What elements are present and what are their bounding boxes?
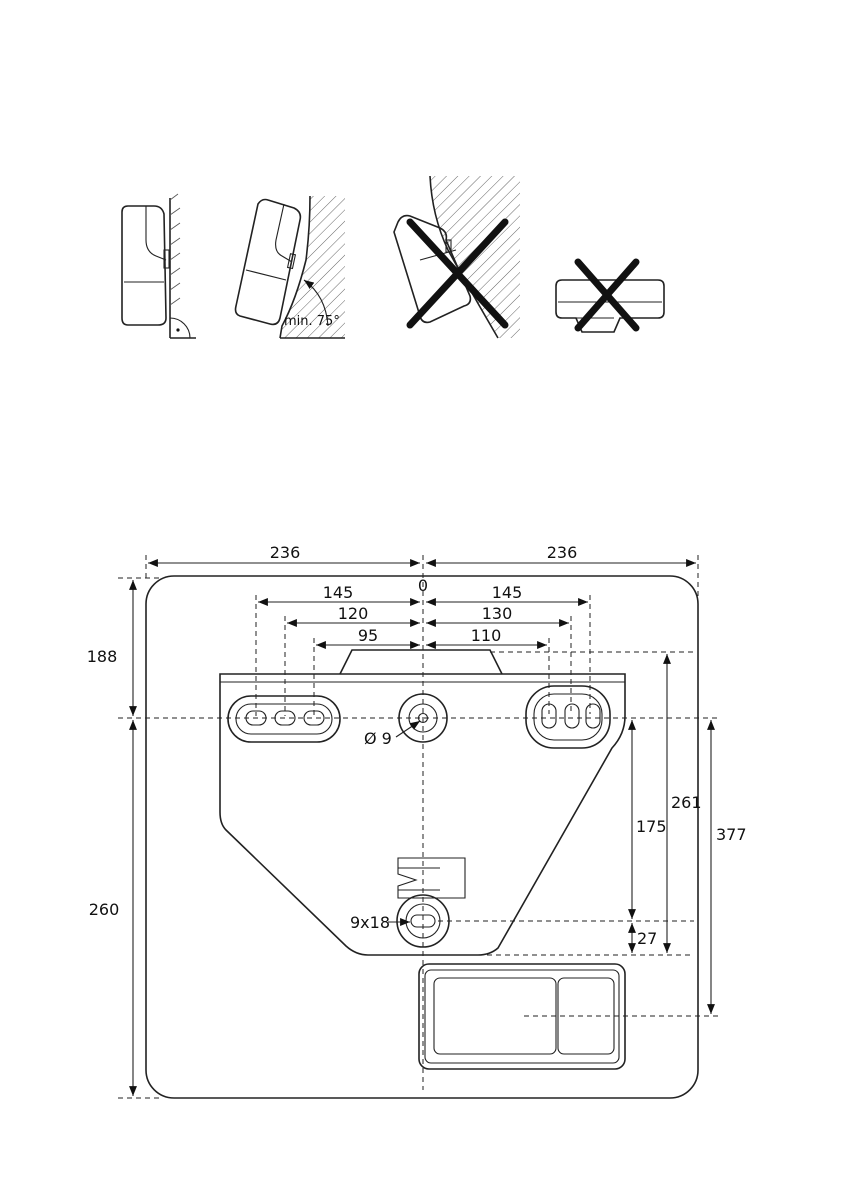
orientation-horizontal-incorrect xyxy=(556,262,664,332)
dim-right-130: 130 xyxy=(482,604,513,623)
dim-left-95: 95 xyxy=(358,626,378,645)
dim-hole-diameter: Ø 9 xyxy=(364,729,392,748)
dim-left-188: 188 xyxy=(87,647,118,666)
dim-right-27: 27 xyxy=(637,929,657,948)
dim-left-260: 260 xyxy=(89,900,120,919)
dim-slot-size: 9x18 xyxy=(350,913,390,932)
mounting-plate xyxy=(220,674,625,955)
housing-outline xyxy=(146,576,698,1098)
dim-left-145: 145 xyxy=(323,583,354,602)
hook-bracket xyxy=(398,858,465,898)
dim-top-left: 236 xyxy=(270,543,301,562)
right-slot-group xyxy=(526,686,610,748)
left-slot-group xyxy=(228,696,340,742)
orientation-overhang-incorrect xyxy=(394,176,520,338)
connector-box xyxy=(419,964,625,1069)
angle-label: min. 75° xyxy=(284,314,340,329)
dim-left-120: 120 xyxy=(338,604,369,623)
orientation-tilted-correct: min. 75° xyxy=(236,196,346,338)
dim-right-145: 145 xyxy=(492,583,523,602)
orientation-vertical-correct xyxy=(122,194,196,338)
mounting-plate-drawing: 236 236 0 145 120 95 145 130 110 188 260… xyxy=(87,543,747,1098)
dim-right-110: 110 xyxy=(471,626,502,645)
dim-right-261: 261 xyxy=(671,793,702,812)
dim-right-377: 377 xyxy=(716,825,747,844)
dim-right-175: 175 xyxy=(636,817,667,836)
dim-origin: 0 xyxy=(418,576,428,595)
orientation-icons: min. 75° xyxy=(122,176,664,338)
dim-top-right: 236 xyxy=(547,543,578,562)
